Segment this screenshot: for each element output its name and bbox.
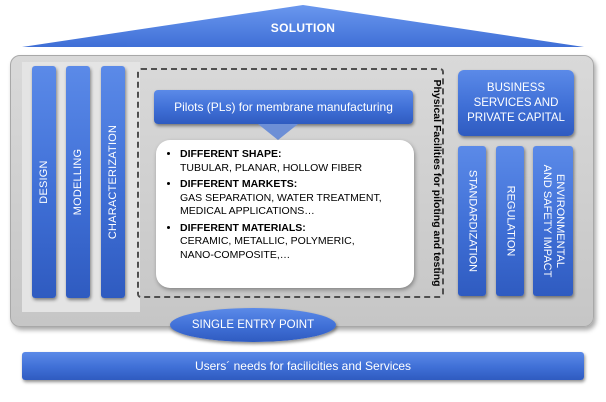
feature-line: TUBULAR, PLANAR, HOLLOW FIBER (180, 161, 363, 174)
pillar-standardization: STANDARDIZATION (458, 146, 486, 296)
feature-line: CERAMIC, METALLIC, POLYMERIC, (180, 235, 355, 247)
pillar-regulation: REGULATION (496, 146, 524, 296)
feature-line: NANO-COMPOSITE,… (180, 248, 291, 261)
pillar-regulation-label: REGULATION (504, 185, 517, 257)
base-users-needs: Users´ needs for facilicities and Servic… (22, 352, 584, 380)
single-entry-point: SINGLE ENTRY POINT (170, 308, 336, 342)
business-services-box: BUSINESS SERVICES AND PRIVATE CAPITAL (458, 70, 574, 136)
pilots-box: Pilots (PLs) for membrane manufacturing (154, 90, 413, 124)
feature-markets: DIFFERENT MARKETS: GAS SEPARATION, WATER… (180, 178, 408, 219)
features-box: DIFFERENT SHAPE: TUBULAR, PLANAR, HOLLOW… (156, 140, 414, 288)
pillar-environmental: ENVIRONMENTAL AND SAFETY IMPACT (533, 146, 573, 296)
pillar-modelling: MODELLING (66, 66, 90, 298)
roof-label: SOLUTION (270, 21, 336, 35)
feature-head: DIFFERENT MATERIALS: (180, 221, 306, 234)
feature-head: DIFFERENT MARKETS: (180, 178, 298, 190)
physical-facilities-frame (137, 68, 444, 298)
pillar-characterization: CHARACTERIZATION (101, 66, 125, 298)
feature-line: GAS SEPARATION, WATER TREATMENT, (180, 191, 382, 204)
pillar-modelling-label: MODELLING (72, 148, 84, 216)
feature-head: DIFFERENT SHAPE: (180, 148, 282, 160)
pillar-standardization-label: STANDARDIZATION (466, 169, 479, 273)
feature-line: MEDICAL APPLICATIONS… (180, 205, 315, 217)
feature-shape: DIFFERENT SHAPE: TUBULAR, PLANAR, HOLLOW… (180, 148, 408, 175)
features-list: DIFFERENT SHAPE: TUBULAR, PLANAR, HOLLOW… (156, 140, 414, 262)
feature-materials: DIFFERENT MATERIALS: CERAMIC, METALLIC, … (180, 222, 408, 263)
physical-facilities-label-box: Physical Facilities for piloting and tes… (422, 68, 452, 298)
pillar-design: DESIGN (32, 66, 56, 298)
pillar-design-label: DESIGN (38, 160, 50, 204)
pillar-environmental-label: ENVIRONMENTAL AND SAFETY IMPACT (541, 164, 566, 278)
pillar-characterization-label: CHARACTERIZATION (107, 124, 119, 240)
physical-facilities-label: Physical Facilities for piloting and tes… (431, 79, 443, 287)
